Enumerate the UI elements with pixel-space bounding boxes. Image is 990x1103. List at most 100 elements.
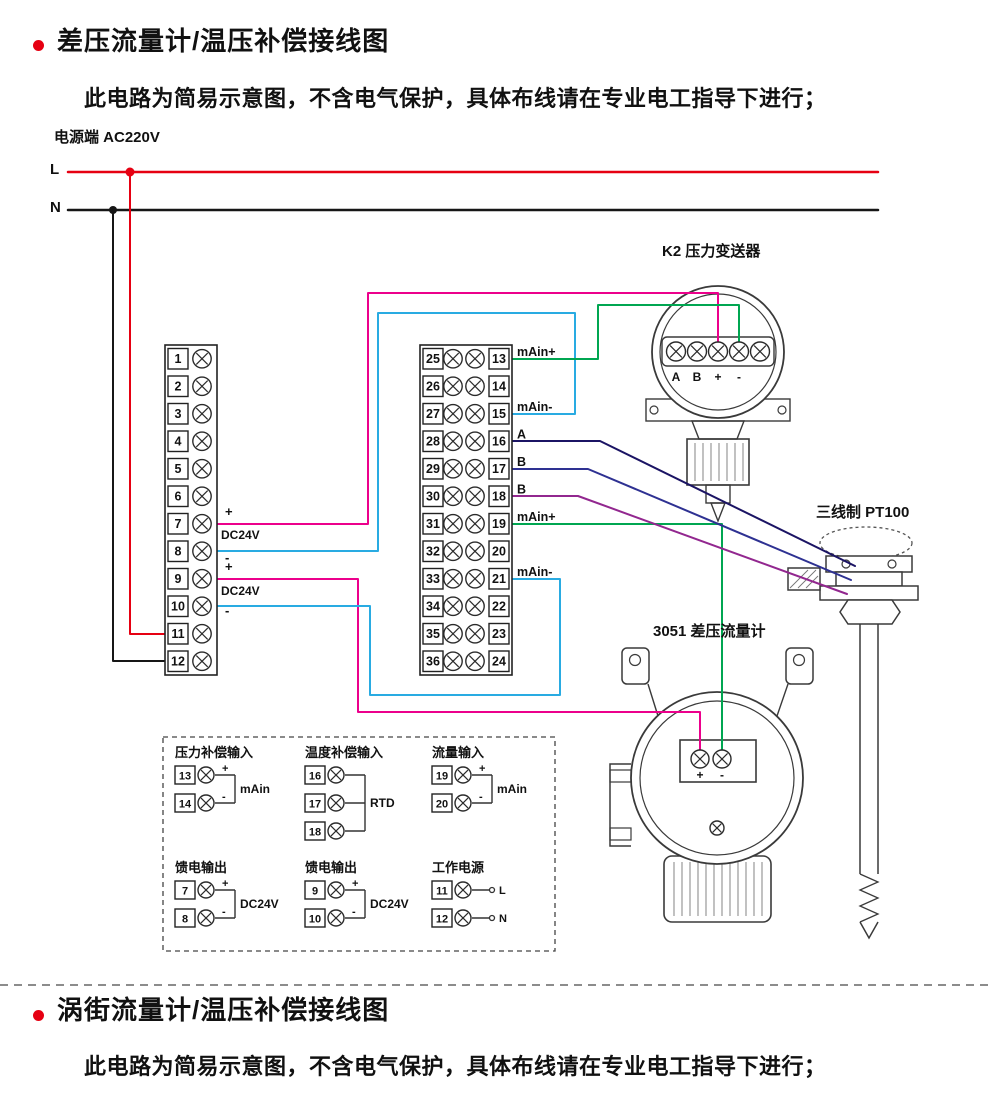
terminal-number: 16 (492, 435, 506, 449)
terminal-number-box (304, 908, 326, 928)
terminal-number: 27 (426, 407, 440, 421)
screw-terminal-icon (465, 623, 485, 644)
terminal-number: 3 (175, 407, 182, 421)
screw-terminal-icon (443, 623, 463, 644)
screw-terminal-icon (465, 513, 485, 534)
screw-terminal-icon (443, 596, 463, 617)
legend-terminal-sign: + (222, 878, 228, 890)
screw-terminal-icon (465, 376, 485, 397)
legend-terminal-sign: + (479, 763, 485, 775)
pt100-drawing (787, 526, 919, 940)
device-screws (665, 341, 771, 836)
legend-group-title: 工作电源 (432, 860, 484, 875)
pt100-label: 三线制 PT100 (816, 504, 910, 521)
legend-terminal-sign: L (499, 885, 506, 897)
screw-terminal-icon (192, 348, 212, 369)
rtd-wire-b1 (511, 468, 852, 581)
legend-terminal-sign: - (352, 906, 356, 918)
terminal-number: 15 (492, 407, 506, 421)
screw-terminal-icon (197, 909, 215, 927)
terminal-number: 8 (182, 913, 188, 925)
terminal-number: 21 (492, 572, 506, 586)
terminal-number-box (167, 650, 189, 673)
terminal-number: 30 (426, 490, 440, 504)
screw-terminal-icon (192, 403, 212, 424)
screw-terminal-icon (443, 651, 463, 672)
terminal-number-box (304, 880, 326, 900)
screw-terminal-icon (192, 458, 212, 479)
junction-dot (109, 206, 117, 214)
legend-group-title: 馈电输出 (175, 860, 227, 875)
terminal-number-box (167, 430, 189, 453)
terminal-number: 24 (492, 655, 506, 669)
rtd-wire-b2 (511, 495, 848, 595)
dc24v1-label: DC24V (221, 528, 260, 542)
screw-terminal-icon (712, 749, 732, 769)
legend-terminal-sign: - (479, 791, 483, 803)
terminal-number: 10 (171, 600, 185, 614)
k2-terminal-label: + (714, 370, 721, 384)
screw-terminal-icon (465, 596, 485, 617)
screw-terminal-icon (707, 341, 729, 362)
terminal-number-box (431, 765, 453, 785)
terminal-number-box (167, 402, 189, 425)
terminal-number-box (422, 485, 444, 508)
screw-terminal-icon (443, 541, 463, 562)
terminal-number-box (167, 622, 189, 645)
terminal-number-box (167, 512, 189, 535)
terminal-number-box (174, 765, 196, 785)
screw-terminal-icon (197, 881, 215, 899)
terminal-number-box (422, 650, 444, 673)
screw-terminal-icon (686, 341, 708, 362)
screw-terminal-icon (443, 486, 463, 507)
legend-terminal-sign: + (352, 878, 358, 890)
pressure-transmitter-label: K2 压力变送器 (662, 243, 761, 260)
screw-terminal-icon (327, 881, 345, 899)
terminal-number-box (488, 375, 510, 398)
screw-terminal-icon (197, 794, 215, 812)
screw-terminal-icon (454, 881, 472, 899)
screw-terminal-icon (443, 403, 463, 424)
terminal-number: 7 (175, 517, 182, 531)
terminal-number-box (422, 457, 444, 480)
legend-mid-label: RTD (370, 796, 395, 810)
terminal-number: 6 (175, 490, 182, 504)
screw-terminal-icon (454, 909, 472, 927)
screw-terminal-icon (192, 431, 212, 452)
terminal-number: 5 (175, 462, 182, 476)
screw-terminal-icon (749, 341, 771, 362)
screw-terminal-icon (465, 568, 485, 589)
screw-terminal-icon (327, 794, 345, 812)
terminal-number-box (422, 540, 444, 563)
terminal-number-box (488, 595, 510, 618)
terminal-row-label: B (517, 483, 526, 497)
terminal-number-box (488, 622, 510, 645)
legend-dashed-box (162, 736, 556, 952)
flowmeter-terminal-label: - (720, 768, 724, 782)
legend-group-title: 压力补偿输入 (175, 745, 253, 760)
terminal-number-box (422, 567, 444, 590)
terminal-number-box (167, 540, 189, 563)
terminal-number: 4 (175, 435, 182, 449)
terminal-number-box (422, 375, 444, 398)
section-bullet (33, 1010, 44, 1021)
dc24v1-minus-sign: - (225, 550, 230, 565)
terminal-number-box (422, 402, 444, 425)
dc24v2-minus-wire (216, 578, 561, 696)
junction-dot (125, 167, 135, 177)
terminal-number-box (174, 793, 196, 813)
terminal-number: 10 (309, 913, 321, 925)
terminal-number-box (304, 793, 326, 813)
legend-mid-label: DC24V (370, 897, 409, 911)
terminal-number-box (488, 650, 510, 673)
screw-terminal-icon (192, 596, 212, 617)
terminal-number: 12 (171, 655, 185, 669)
page-title: 差压流量计/温压补偿接线图 (57, 26, 390, 56)
screw-terminal-icon (192, 513, 212, 534)
terminal-number: 32 (426, 545, 440, 559)
legend-mid-label: DC24V (240, 897, 279, 911)
screw-terminal-icon (465, 486, 485, 507)
